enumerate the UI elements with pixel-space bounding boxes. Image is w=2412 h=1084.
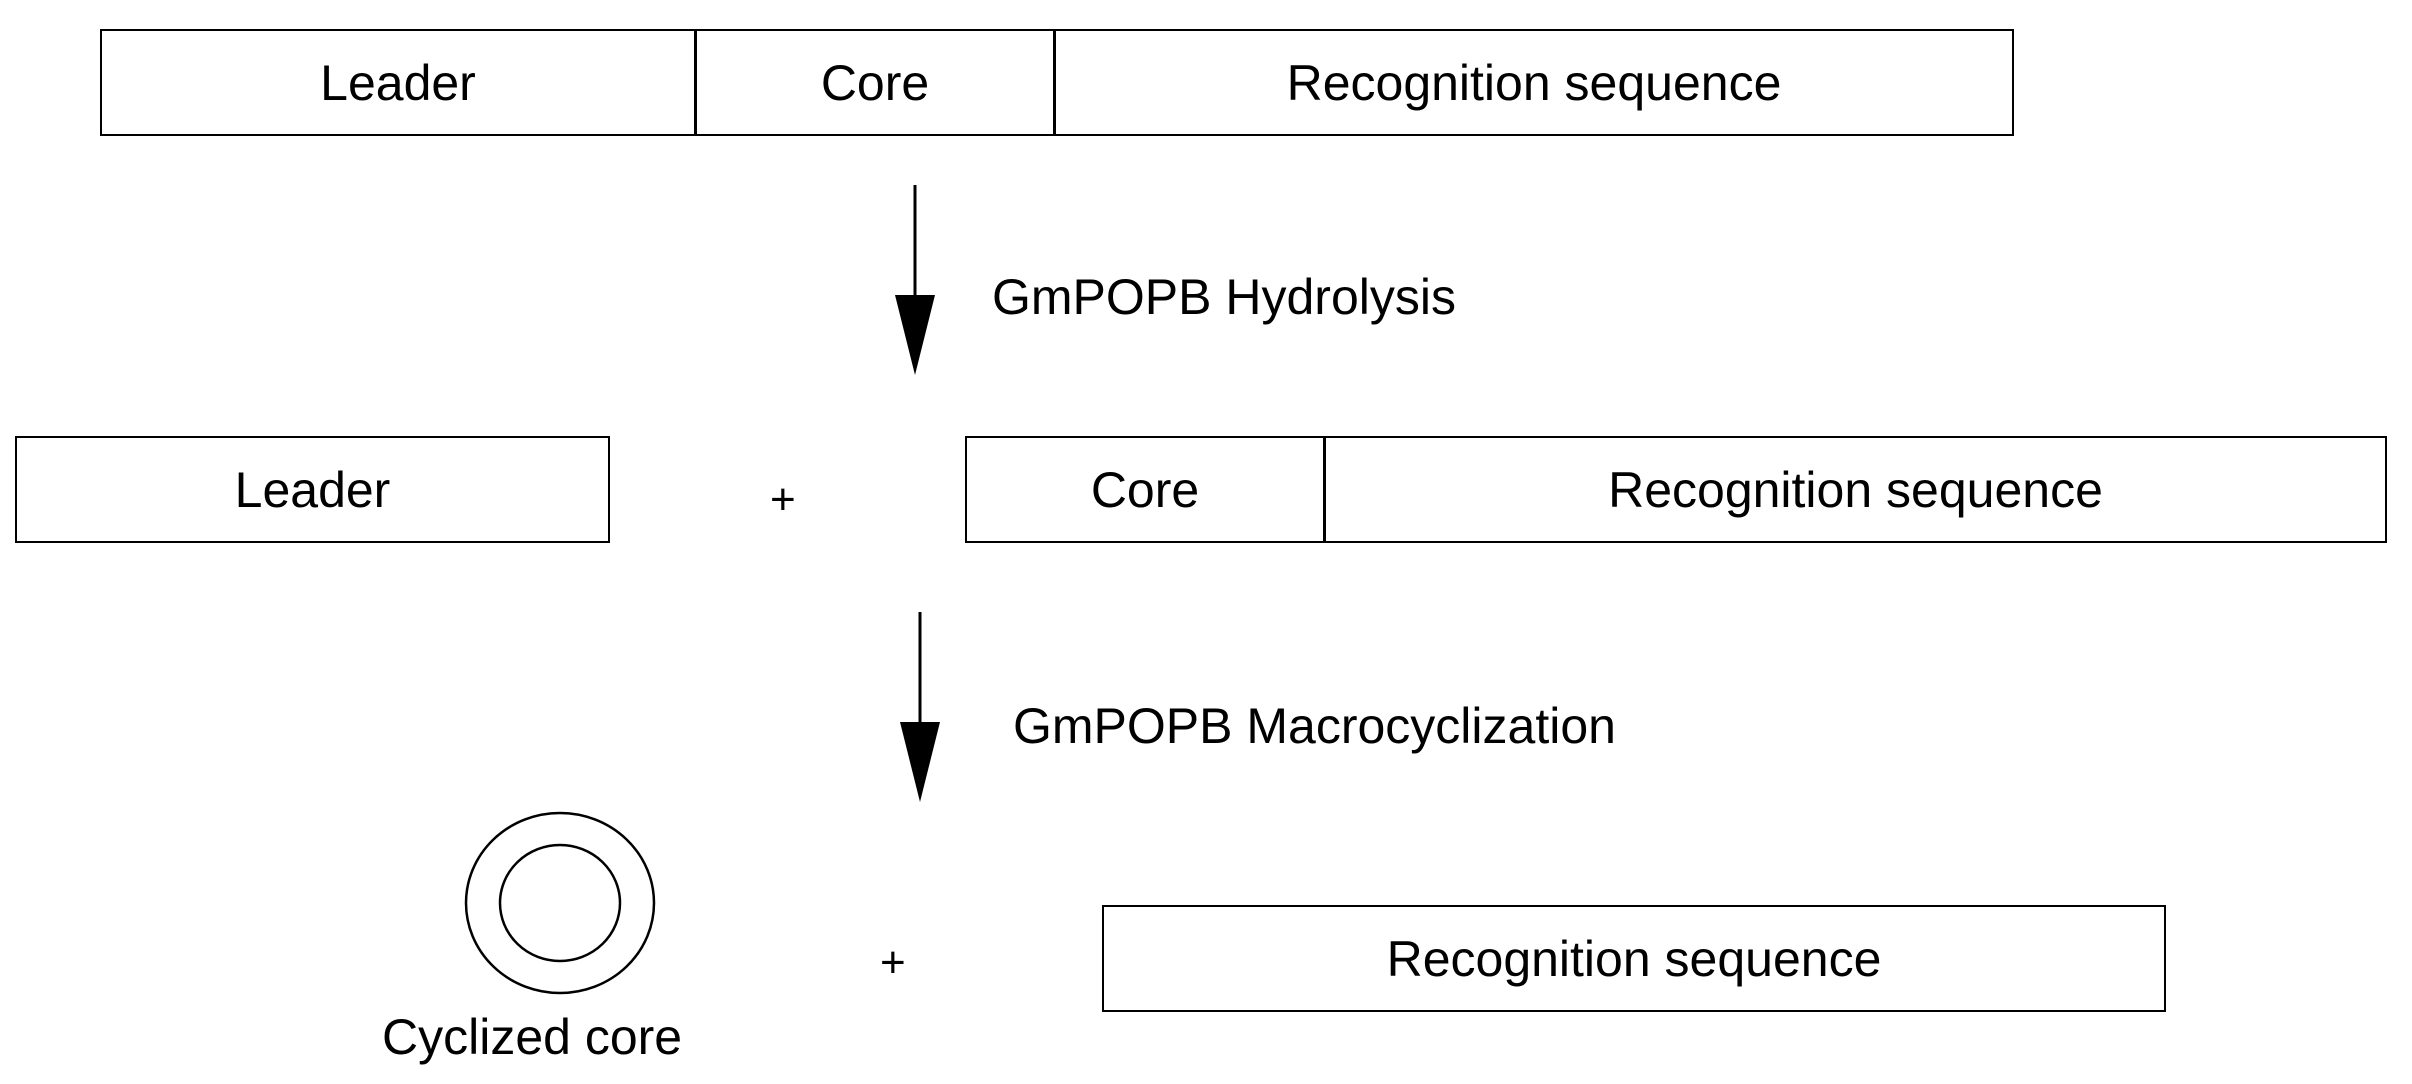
segment-recognition: Recognition sequence	[1326, 438, 2385, 541]
segment-leader-label: Leader	[234, 461, 391, 518]
segment-recognition-label: Recognition sequence	[1386, 930, 1882, 987]
precursor-peptide: Leader Core Recognition sequence	[100, 29, 2014, 136]
arrow-down-icon	[900, 612, 940, 802]
core-recognition-fragment: Core Recognition sequence	[965, 436, 2387, 543]
segment-recognition-label: Recognition sequence	[1608, 461, 2103, 518]
segment-recognition: Recognition sequence	[1104, 907, 2164, 1010]
divider	[694, 31, 697, 134]
cyclized-core-ring-icon	[464, 811, 656, 995]
segment-leader-label: Leader	[320, 54, 476, 111]
step-macrocyclization-label: GmPOPB Macrocyclization	[1013, 698, 1616, 754]
segment-core-label: Core	[1090, 461, 1200, 518]
segment-leader: Leader	[102, 31, 694, 134]
plus-sign: +	[880, 938, 906, 987]
divider	[1053, 31, 1056, 134]
arrow-down-icon	[895, 185, 935, 375]
leader-fragment: Leader	[15, 436, 610, 543]
segment-recognition: Recognition sequence	[1056, 31, 2012, 134]
step-hydrolysis-label: GmPOPB Hydrolysis	[992, 269, 1456, 325]
segment-core-label: Core	[820, 54, 930, 111]
recognition-fragment: Recognition sequence	[1102, 905, 2166, 1012]
segment-core: Core	[967, 438, 1323, 541]
segment-core: Core	[697, 31, 1053, 134]
segment-recognition-label: Recognition sequence	[1286, 54, 1782, 111]
segment-leader: Leader	[17, 438, 608, 541]
divider	[1323, 438, 1326, 541]
cyclized-core-label: Cyclized core	[382, 1009, 683, 1065]
plus-sign: +	[770, 475, 796, 524]
